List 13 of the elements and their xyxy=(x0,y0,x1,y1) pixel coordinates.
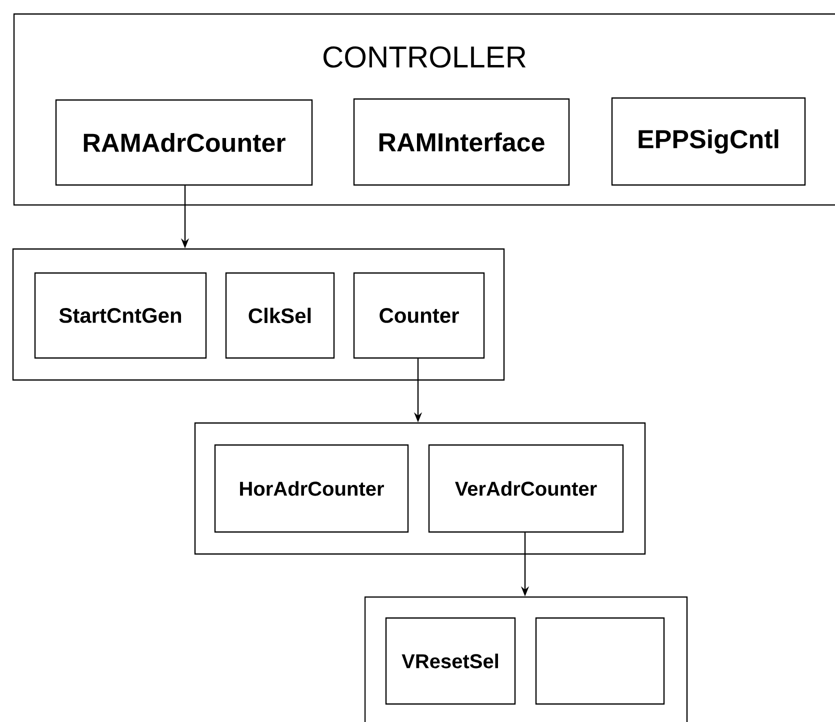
module-box: Counter xyxy=(353,272,485,359)
group-box xyxy=(364,596,688,722)
module-box: VerAdrCounter xyxy=(428,444,624,533)
module-box: HorAdrCounter xyxy=(214,444,409,533)
module-box: RAMAdrCounter xyxy=(55,99,313,186)
module-box: RAMInterface xyxy=(353,98,570,186)
module-box: VResetSel xyxy=(385,617,516,705)
module-box: EPPSigCntl xyxy=(611,97,806,186)
group-box xyxy=(194,422,646,555)
module-box xyxy=(535,617,665,705)
group-box xyxy=(12,248,505,381)
module-box: StartCntGen xyxy=(34,272,207,359)
module-box: ClkSel xyxy=(225,272,335,359)
